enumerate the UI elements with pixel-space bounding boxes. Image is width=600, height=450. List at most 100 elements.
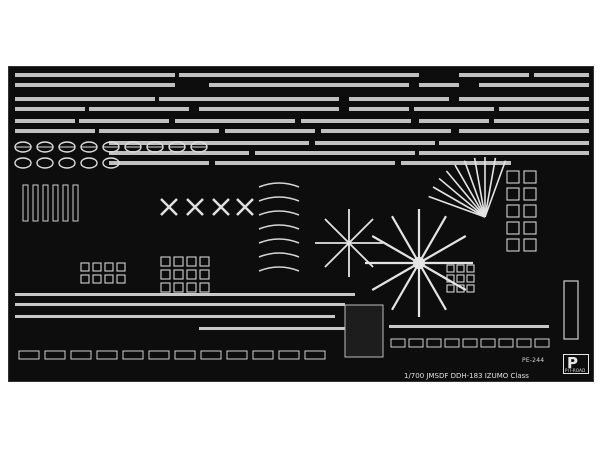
side-box <box>523 187 537 201</box>
davit-arc <box>258 266 300 272</box>
davit-arc <box>258 182 300 188</box>
starburst-part-medium <box>315 209 383 277</box>
bottom-fitting <box>534 338 550 348</box>
logo-letter: P <box>567 354 578 372</box>
round-fitting <box>14 157 32 169</box>
star-spoke <box>348 218 374 244</box>
side-box <box>523 221 537 235</box>
railing-strip <box>459 73 529 77</box>
cross-part <box>160 198 178 216</box>
bottom-fitting <box>96 350 118 360</box>
bottom-fitting <box>498 338 514 348</box>
railing-strip <box>209 83 409 87</box>
bottom-fitting <box>462 338 478 348</box>
star-spoke <box>418 262 467 291</box>
long-strip <box>15 315 335 318</box>
railing-strip <box>79 119 169 123</box>
logo-brand: PIT-ROAD <box>565 368 586 373</box>
bottom-fitting <box>200 350 222 360</box>
grid-cell <box>160 256 171 267</box>
railing-strip <box>301 119 411 123</box>
grid-cell <box>186 282 197 293</box>
railing-strip <box>419 151 589 155</box>
star-spoke <box>324 242 350 268</box>
grid-cell <box>173 269 184 280</box>
star-spoke <box>391 215 420 264</box>
grid-cell <box>446 264 455 273</box>
star-spoke <box>418 235 467 264</box>
cross-part <box>186 198 204 216</box>
star-spoke <box>371 235 420 264</box>
star-spoke <box>348 242 374 268</box>
railing-strip <box>479 83 589 87</box>
round-fitting <box>102 157 120 169</box>
grid-cell <box>186 256 197 267</box>
railing-strip <box>315 141 435 145</box>
star-spoke <box>391 262 420 311</box>
fan-rib <box>463 160 486 218</box>
grid-cell <box>186 269 197 280</box>
railing-strip <box>499 107 589 111</box>
round-fitting <box>80 157 98 169</box>
railing-strip <box>459 97 589 101</box>
railing-strip <box>175 119 295 123</box>
grid-cell <box>199 282 210 293</box>
vertical-ladder <box>32 184 39 222</box>
railing-strip <box>349 107 409 111</box>
solid-plate-part <box>344 304 384 358</box>
etched-parts-artwork <box>14 73 589 360</box>
long-strip <box>15 303 345 306</box>
railing-strip <box>99 129 219 133</box>
bottom-fitting <box>44 350 66 360</box>
railing-strip <box>349 97 449 101</box>
grid-cell <box>116 262 126 272</box>
star-spoke <box>418 215 447 264</box>
cross-part <box>212 198 230 216</box>
davit-arc <box>258 238 300 244</box>
railing-strip <box>89 107 189 111</box>
fan-rib <box>445 170 486 218</box>
davit-arc <box>258 196 300 202</box>
bottom-fitting <box>226 350 248 360</box>
grid-cell <box>199 269 210 280</box>
grid-cell <box>92 262 102 272</box>
side-box <box>506 170 520 184</box>
railing-strip <box>255 151 415 155</box>
bottom-fitting <box>278 350 300 360</box>
railing-strip <box>215 161 395 165</box>
railing-strip <box>534 73 589 77</box>
grid-cell <box>80 274 90 284</box>
star-hub <box>412 256 426 270</box>
grid-cell <box>104 262 114 272</box>
long-strip <box>389 325 549 328</box>
vertical-ladder <box>42 184 49 222</box>
brand-logo: P PIT-ROAD <box>563 354 589 374</box>
product-code: PE-244 <box>522 357 545 364</box>
grid-cell <box>199 256 210 267</box>
bottom-fitting <box>252 350 274 360</box>
grid-cell <box>160 282 171 293</box>
grid-cell <box>466 264 475 273</box>
railing-strip <box>109 161 209 165</box>
side-box <box>506 238 520 252</box>
vertical-ladder <box>52 184 59 222</box>
round-fitting <box>58 157 76 169</box>
bottom-fitting <box>122 350 144 360</box>
grid-cell <box>456 274 465 283</box>
fan-rib <box>432 186 486 218</box>
railing-strip <box>401 161 511 165</box>
starburst-part-large <box>365 209 473 317</box>
side-box <box>523 170 537 184</box>
grid-cell <box>80 262 90 272</box>
star-spoke <box>324 218 350 244</box>
side-box <box>506 221 520 235</box>
bottom-fitting <box>304 350 326 360</box>
grid-cell <box>92 274 102 284</box>
side-box <box>523 204 537 218</box>
railing-strip <box>225 129 315 133</box>
bottom-fitting <box>18 350 40 360</box>
grid-cell <box>160 269 171 280</box>
railing-strip <box>15 107 85 111</box>
fan-rib <box>438 177 486 218</box>
davit-arc <box>258 252 300 258</box>
